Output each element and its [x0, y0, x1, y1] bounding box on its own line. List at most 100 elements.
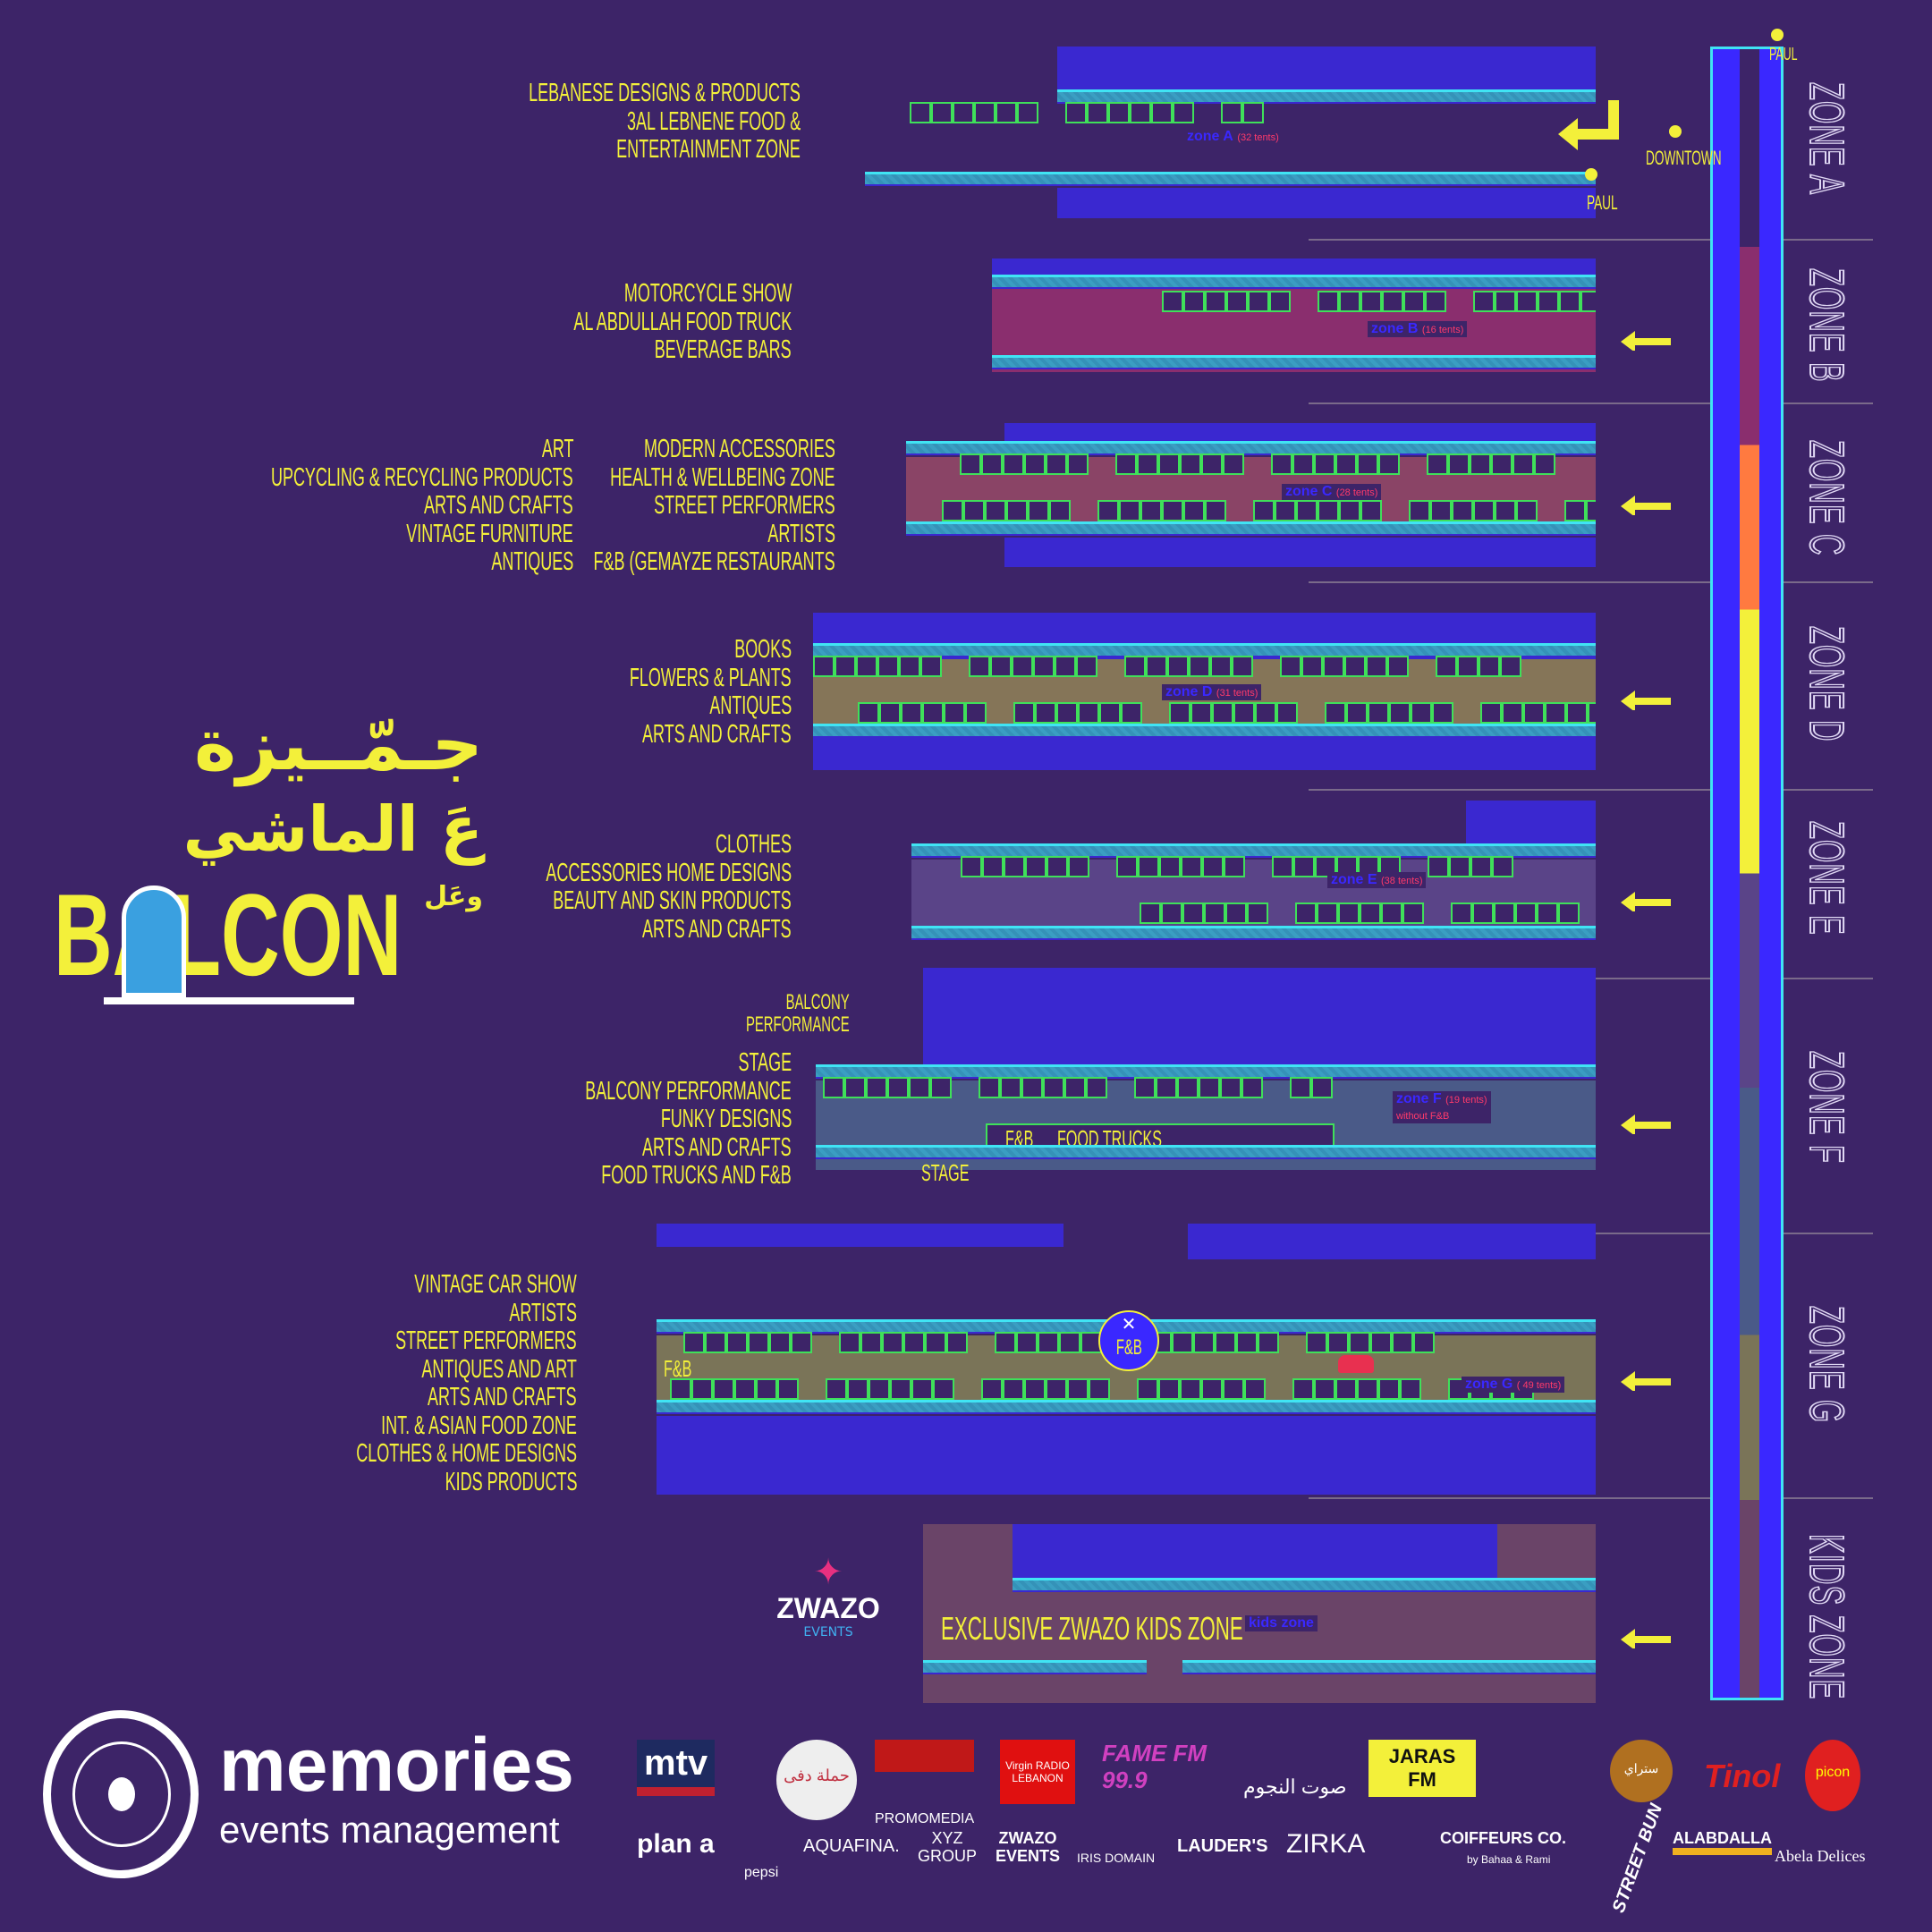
zone-f-map[interactable]: F&B FOOD TRUCKS STAGE zone F (19 tents)w…: [816, 968, 1596, 1205]
zone-separator: [1309, 789, 1873, 791]
zone-e-map[interactable]: zone E (38 tents): [911, 801, 1596, 952]
tent: [879, 702, 901, 724]
tent: [1162, 291, 1183, 312]
tent-row: [961, 856, 1513, 877]
tent: [1586, 500, 1596, 521]
tent: [1248, 291, 1269, 312]
sponsor-logo: plan a: [637, 1829, 715, 1859]
sponsor-logo: ستراي: [1610, 1740, 1673, 1802]
tent: [961, 856, 982, 877]
tent-row: [942, 500, 1596, 521]
tent: [705, 1332, 726, 1353]
tent: [1242, 102, 1264, 123]
tent-row: [1140, 902, 1596, 924]
cutlery-icon: ✕: [1121, 1313, 1137, 1335]
tent: [1500, 656, 1521, 677]
tent: [1021, 1077, 1043, 1098]
tent: [1046, 856, 1068, 877]
sponsor-logo: mtv: [637, 1740, 716, 1796]
tent: [1016, 1332, 1038, 1353]
tent: [1156, 1077, 1177, 1098]
zone-g-map[interactable]: F&B ✕ F&B zone G ( 49 tents): [657, 1275, 1596, 1495]
tent: [1516, 500, 1538, 521]
tent: [1432, 702, 1453, 724]
tent: [1059, 1332, 1080, 1353]
tent: [1295, 902, 1317, 924]
tent: [1003, 453, 1024, 475]
tent: [1043, 1077, 1064, 1098]
sponsor-logo: حملة دفى: [776, 1740, 857, 1820]
building-block: [1057, 47, 1596, 89]
tent: [1494, 902, 1515, 924]
sponsor-logo: JARAS FM: [1368, 1740, 1476, 1797]
zone-f-label: zone F (19 tents)without F&B: [1393, 1091, 1491, 1123]
left-arrow-icon: [1621, 1629, 1671, 1648]
zone-d-descriptions: BOOKS FLOWERS & PLANTS ANTIQUES ARTS AND…: [630, 635, 792, 749]
tent: [1172, 1332, 1193, 1353]
tent: [944, 702, 965, 724]
tent: [1253, 500, 1275, 521]
walkway: [911, 926, 1596, 940]
tent-row: [858, 702, 1596, 724]
zone-a-label: zone A (32 tents): [1183, 129, 1283, 145]
walkway: [923, 1660, 1147, 1674]
walkway: [657, 1400, 1596, 1414]
tent: [1046, 1378, 1067, 1400]
tent: [1046, 453, 1067, 475]
tent: [1181, 856, 1202, 877]
tent: [903, 1332, 925, 1353]
building-block: [1004, 423, 1596, 441]
tent: [1056, 702, 1078, 724]
tent: [1451, 902, 1472, 924]
left-arrow-icon: [1621, 1371, 1671, 1391]
tent: [1099, 702, 1121, 724]
tent: [1534, 453, 1555, 475]
tent-row: [910, 102, 1264, 123]
tent: [1318, 500, 1339, 521]
tent: [1024, 1378, 1046, 1400]
tent: [1097, 500, 1119, 521]
tent: [996, 102, 1017, 123]
zone-name-d: ZONE D: [1799, 625, 1854, 742]
tent: [990, 656, 1012, 677]
zone-d-map[interactable]: zone D (31 tents): [813, 613, 1596, 770]
tent-row: [823, 1077, 1333, 1098]
tent: [981, 453, 1003, 475]
sponsor-logo: ZIRKA: [1286, 1829, 1366, 1859]
zone-label: zone D (31 tents): [1162, 684, 1262, 700]
zone-label: kids zone: [1245, 1615, 1318, 1631]
tent: [847, 1378, 869, 1400]
left-arrow-icon: [1621, 496, 1671, 515]
paul-marker: [1771, 29, 1784, 41]
tent: [1269, 291, 1291, 312]
zone-b-map[interactable]: zone B (16 tents): [992, 258, 1596, 372]
tent: [1314, 1378, 1335, 1400]
tent: [1491, 453, 1513, 475]
tent: [769, 1332, 791, 1353]
tent: [1244, 1378, 1266, 1400]
tent: [1210, 656, 1232, 677]
zone-c-map[interactable]: zone C (28 tents): [906, 423, 1596, 567]
building-block: [1057, 188, 1596, 218]
tent: [1024, 453, 1046, 475]
sponsor-logo: COIFFEURS CO.: [1440, 1829, 1567, 1847]
tent: [925, 1332, 946, 1353]
tent: [1119, 500, 1140, 521]
tent: [1124, 656, 1146, 677]
tent: [1545, 702, 1566, 724]
zone-a-map[interactable]: zone A (32 tents): [865, 47, 1596, 218]
tent: [1360, 291, 1382, 312]
tent: [1325, 702, 1346, 724]
tent: [1564, 500, 1586, 521]
tent: [1360, 902, 1381, 924]
tent: [1067, 453, 1089, 475]
sponsor-logo: AQUAFINA.: [803, 1836, 900, 1856]
kids-zone-title: EXCLUSIVE ZWAZO KIDS ZONE: [941, 1610, 1243, 1647]
tent: [1028, 500, 1049, 521]
kids-zone-map[interactable]: EXCLUSIVE ZWAZO KIDS ZONE kids zone: [923, 1524, 1596, 1703]
walkway: [1182, 1660, 1596, 1674]
tent: [1086, 1077, 1107, 1098]
tent: [1000, 1077, 1021, 1098]
tent: [1492, 856, 1513, 877]
tent: [1146, 656, 1167, 677]
